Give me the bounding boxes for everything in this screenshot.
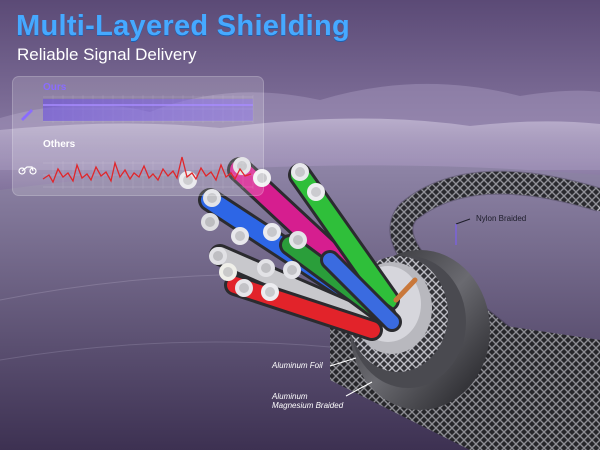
ours-label: Ours xyxy=(43,82,67,93)
callout-nylon-braided: Nylon Braided xyxy=(476,214,527,223)
callout-aluminum-magnesium: Aluminum Magnesium Braided xyxy=(272,392,343,410)
rocket-icon xyxy=(21,109,33,121)
motorcycle-icon xyxy=(18,166,37,175)
headline-subtitle: Reliable Signal Delivery xyxy=(17,45,197,64)
headline-title: Multi-Layered Shielding xyxy=(16,10,350,42)
others-label: Others xyxy=(43,139,76,150)
signal-graphs xyxy=(18,95,254,189)
signal-comparison-panel: Ours Others xyxy=(12,76,264,196)
callout-aluminum-foil: Aluminum Foil xyxy=(272,361,323,370)
callout-amb-line2: Magnesium Braided xyxy=(272,401,344,410)
callout-amb-line1: Aluminum xyxy=(272,392,308,401)
